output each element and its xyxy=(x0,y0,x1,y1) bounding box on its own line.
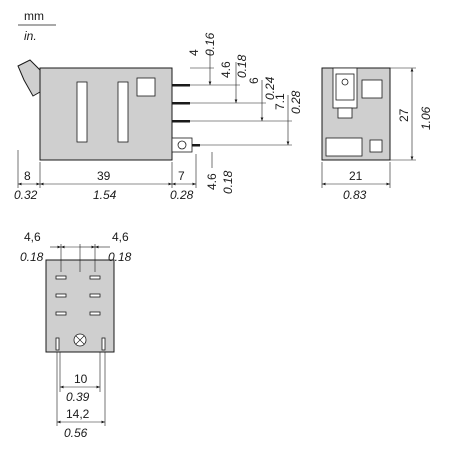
side-pin-4 xyxy=(192,144,200,147)
bottom-pin-4 xyxy=(89,293,101,298)
bottom-pin-8 xyxy=(101,337,106,351)
dim-14-2-mm: 14,2 xyxy=(66,407,90,421)
dim-pin-mm: 4.6 xyxy=(205,173,219,190)
dim-br-mm: 4,6 xyxy=(112,230,129,244)
side-window xyxy=(136,77,156,97)
retaining-clip xyxy=(17,59,41,97)
side-slot-1 xyxy=(76,81,88,143)
dim-4-6-in: 0.18 xyxy=(235,54,249,78)
dim-10-in: 0.39 xyxy=(66,390,90,404)
dim-7-mm: 7 xyxy=(178,169,185,183)
dim-4-6-mm: 4.6 xyxy=(219,61,233,78)
dim-8-in: 0.32 xyxy=(14,188,38,202)
end-lower-slot xyxy=(325,137,363,157)
dim-br-in: 0.18 xyxy=(108,250,132,264)
bottom-pin-6 xyxy=(89,311,101,316)
dim-14-2-in: 0.56 xyxy=(64,426,88,440)
dim-21-in: 0.83 xyxy=(343,188,367,202)
dim-27-in: 1.06 xyxy=(419,106,433,130)
side-pin-2 xyxy=(172,102,190,105)
dim-27-mm: 27 xyxy=(397,108,411,122)
dim-21-mm: 21 xyxy=(349,169,363,183)
dim-4-in: 0.16 xyxy=(203,32,217,56)
units-legend: mm in. xyxy=(18,9,56,43)
dim-7-1-mm: 7.1 xyxy=(273,93,287,110)
bottom-pin-2 xyxy=(89,275,101,280)
dim-bl-mm: 4,6 xyxy=(24,230,41,244)
unit-secondary: in. xyxy=(24,29,37,43)
end-top-hole xyxy=(341,78,349,86)
dim-6-in: 0.24 xyxy=(263,76,277,100)
side-view: 4 0.16 4.6 0.18 6 0.24 7.1 0.28 4.6 0.18… xyxy=(14,32,303,202)
bottom-view: 4,6 0.18 4,6 0.18 10 0.39 14,2 0.56 xyxy=(20,230,132,440)
bottom-pin-7 xyxy=(55,337,60,351)
end-small-slot xyxy=(369,139,383,153)
end-window xyxy=(361,79,383,99)
dim-pin-in: 0.18 xyxy=(221,170,235,194)
dim-7-in: 0.28 xyxy=(170,188,194,202)
side-slot-2 xyxy=(117,81,129,143)
end-step xyxy=(337,107,353,119)
bottom-pin-3 xyxy=(55,293,67,298)
dim-10-mm: 10 xyxy=(74,372,88,386)
bottom-pin-1 xyxy=(55,275,67,280)
dim-6-mm: 6 xyxy=(247,77,261,84)
side-pin-1 xyxy=(172,84,190,87)
end-view: 27 1.06 21 0.83 xyxy=(321,67,433,202)
bottom-pin-5 xyxy=(55,311,67,316)
dim-8-mm: 8 xyxy=(24,169,31,183)
dim-7-1-in: 0.28 xyxy=(289,90,303,114)
unit-primary: mm xyxy=(24,9,44,23)
end-top-inner xyxy=(335,73,355,101)
side-pin-3 xyxy=(172,120,190,123)
bottom-screw-cross xyxy=(75,335,85,345)
dim-39-mm: 39 xyxy=(97,169,111,183)
dim-bl-in: 0.18 xyxy=(20,250,44,264)
coil-terminal-hole xyxy=(177,140,187,150)
dim-39-in: 1.54 xyxy=(93,188,117,202)
dim-4-mm: 4 xyxy=(187,49,201,56)
